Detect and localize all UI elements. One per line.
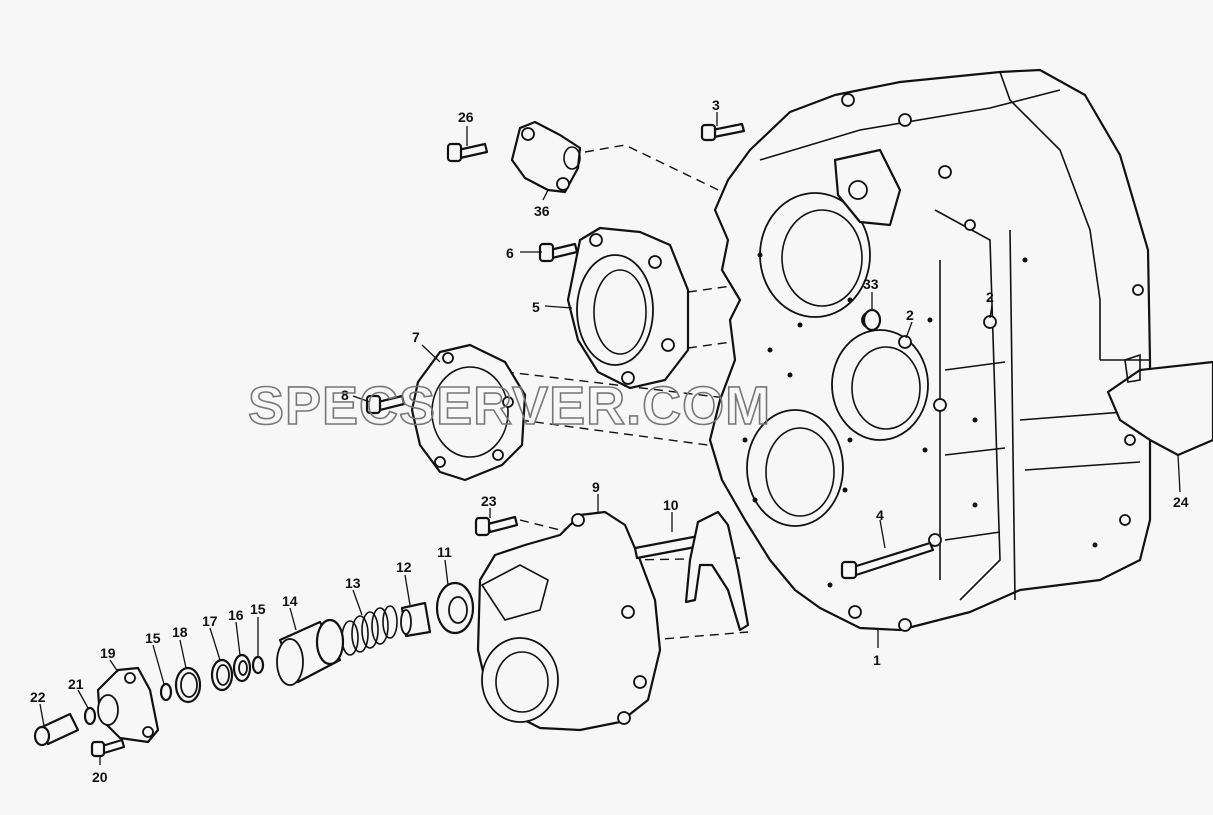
leader-lines — [39, 112, 1181, 765]
callout-labels: 1 2 2 3 4 5 6 7 8 9 10 11 12 13 14 15 15… — [30, 97, 1189, 785]
callout-21: 21 — [68, 676, 84, 692]
bolt-23 — [474, 515, 519, 537]
callout-26: 26 — [458, 109, 474, 125]
callout-2a: 2 — [986, 289, 994, 305]
bolt-8 — [365, 394, 406, 415]
callout-16: 16 — [228, 607, 244, 623]
bolt-3 — [700, 122, 746, 142]
callout-33: 33 — [863, 276, 879, 292]
callout-18: 18 — [172, 624, 188, 640]
washer-15b — [251, 655, 265, 675]
bolt-6 — [538, 242, 579, 263]
callout-19: 19 — [100, 645, 116, 661]
plug-22 — [33, 712, 80, 747]
callout-15a: 15 — [145, 630, 161, 646]
sleeve-14 — [276, 618, 345, 686]
end-cap-19 — [96, 666, 160, 744]
callout-6: 6 — [506, 245, 514, 261]
flange-5 — [566, 226, 690, 390]
callout-20: 20 — [92, 769, 108, 785]
callout-36: 36 — [534, 203, 550, 219]
callout-24: 24 — [1173, 494, 1189, 510]
callout-13: 13 — [345, 575, 361, 591]
callout-22: 22 — [30, 689, 46, 705]
ring-17 — [210, 658, 234, 692]
callout-8: 8 — [341, 387, 349, 403]
callout-3: 3 — [712, 97, 720, 113]
side-cover — [1106, 353, 1213, 457]
callout-2b: 2 — [906, 307, 914, 323]
bolt-26 — [446, 142, 489, 163]
callout-1: 1 — [873, 652, 881, 668]
callout-12: 12 — [396, 559, 412, 575]
plug-33 — [862, 308, 882, 332]
callout-11: 11 — [437, 544, 452, 560]
ring-11 — [435, 581, 475, 635]
long-bolt — [840, 541, 935, 580]
transmission-housing — [708, 68, 1152, 632]
callout-15b: 15 — [250, 601, 266, 617]
ring-18 — [174, 666, 202, 704]
shift-housing-9 — [476, 510, 662, 732]
washer-15a — [159, 682, 173, 702]
bracket-36 — [510, 120, 582, 194]
ring-16 — [232, 653, 252, 683]
washer-21 — [83, 706, 97, 726]
bolt-20 — [90, 738, 126, 758]
callout-9: 9 — [592, 479, 600, 495]
callout-17: 17 — [202, 613, 218, 629]
shift-fork-10 — [633, 510, 750, 632]
callout-14: 14 — [282, 593, 298, 609]
callout-23: 23 — [481, 493, 497, 509]
watermark: SPECSERVER.COM — [248, 376, 771, 436]
callout-10: 10 — [663, 497, 679, 513]
cover-plate-7 — [410, 343, 527, 482]
callout-7: 7 — [412, 329, 420, 345]
callout-4: 4 — [876, 507, 884, 523]
callout-5: 5 — [532, 299, 540, 315]
spring-13 — [341, 605, 398, 656]
pin-12 — [400, 601, 432, 638]
